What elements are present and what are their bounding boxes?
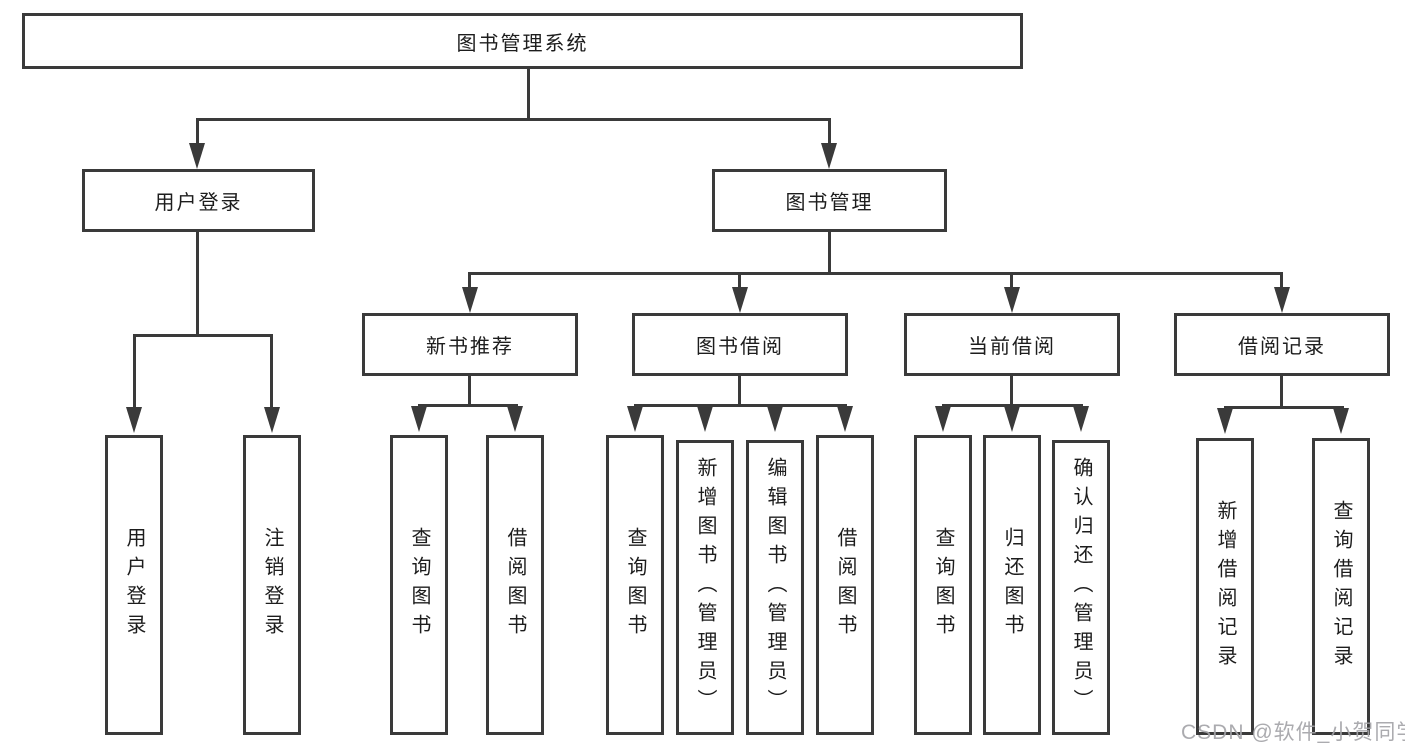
leaf-cb-query-books: 查询图书: [914, 435, 972, 735]
arrowhead-nb-query: [411, 406, 427, 432]
leaf-br-query-record: 查询借阅记录: [1312, 438, 1370, 735]
arrowhead-bb-add: [697, 406, 713, 432]
leaf-cb-return-books: 归还图书: [983, 435, 1041, 735]
arrowhead-cb-return: [1004, 406, 1020, 432]
arrowhead-book-borrow: [732, 287, 748, 313]
leaf-nb-borrow-books: 借阅图书: [486, 435, 544, 735]
node-book-borrowing: 图书借阅: [632, 313, 848, 376]
arrowhead-cb-confirm: [1073, 406, 1089, 432]
leaf-br-add-record: 新增借阅记录: [1196, 438, 1254, 735]
arrowhead-bb-query: [627, 406, 643, 432]
connector-drop-new-book: [468, 272, 471, 288]
connector-drop-borrow-record: [1280, 272, 1283, 288]
watermark: CSDN @软件_小贺同学: [1181, 721, 1405, 744]
arrowhead-book-mgmt: [821, 143, 837, 169]
connector-current-borrow-stem: [1010, 376, 1013, 404]
arrowhead-leaf-login: [126, 407, 142, 433]
leaf-nb-query-books: 查询图书: [390, 435, 448, 735]
connector-book-borrow-branch: [634, 404, 847, 407]
node-library-system: 图书管理系统: [22, 13, 1023, 69]
connector-drop-book-mgmt: [828, 118, 831, 146]
connector-root-branch: [196, 118, 831, 121]
connector-drop-leaf-login: [133, 334, 136, 408]
leaf-bb-add-books-admin: 新增图书（管理员）: [676, 440, 734, 735]
leaf-user-login: 用户登录: [105, 435, 163, 735]
arrowhead-bb-edit: [767, 406, 783, 432]
connector-drop-leaf-logout: [270, 334, 273, 408]
node-new-book-recommend: 新书推荐: [362, 313, 578, 376]
connector-current-borrow-branch: [942, 404, 1083, 407]
arrowhead-borrow-record: [1274, 287, 1290, 313]
connector-drop-book-borrow: [738, 272, 741, 288]
leaf-bb-borrow-books: 借阅图书: [816, 435, 874, 735]
leaf-logout: 注销登录: [243, 435, 301, 735]
arrowhead-bb-borrow: [837, 406, 853, 432]
connector-root-stem: [527, 69, 530, 118]
connector-drop-current-borrow: [1010, 272, 1013, 288]
arrowhead-nb-borrow: [507, 406, 523, 432]
connector-book-mgmt-stem: [828, 232, 831, 272]
arrowhead-br-query: [1333, 408, 1349, 434]
connector-borrow-record-stem: [1280, 376, 1283, 406]
leaf-bb-query-books: 查询图书: [606, 435, 664, 735]
arrowhead-current-borrow: [1004, 287, 1020, 313]
connector-user-login-stem: [196, 232, 199, 334]
node-book-management: 图书管理: [712, 169, 947, 232]
connector-new-book-stem: [468, 376, 471, 404]
arrowhead-cb-query: [935, 406, 951, 432]
arrowhead-br-add: [1217, 408, 1233, 434]
connector-new-book-branch: [418, 404, 518, 407]
leaf-cb-confirm-return-admin: 确认归还（管理员）: [1052, 440, 1110, 735]
arrowhead-user-login: [189, 143, 205, 169]
arrowhead-leaf-logout: [264, 407, 280, 433]
connector-user-login-branch: [133, 334, 273, 337]
connector-book-borrow-stem: [738, 376, 741, 404]
leaf-bb-edit-books-admin: 编辑图书（管理员）: [746, 440, 804, 735]
connector-book-mgmt-branch: [468, 272, 1283, 275]
arrowhead-new-book: [462, 287, 478, 313]
node-current-borrowing: 当前借阅: [904, 313, 1120, 376]
connector-drop-user-login: [196, 118, 199, 146]
node-borrowing-records: 借阅记录: [1174, 313, 1390, 376]
node-user-login: 用户登录: [82, 169, 315, 232]
connector-borrow-record-branch: [1224, 406, 1344, 409]
